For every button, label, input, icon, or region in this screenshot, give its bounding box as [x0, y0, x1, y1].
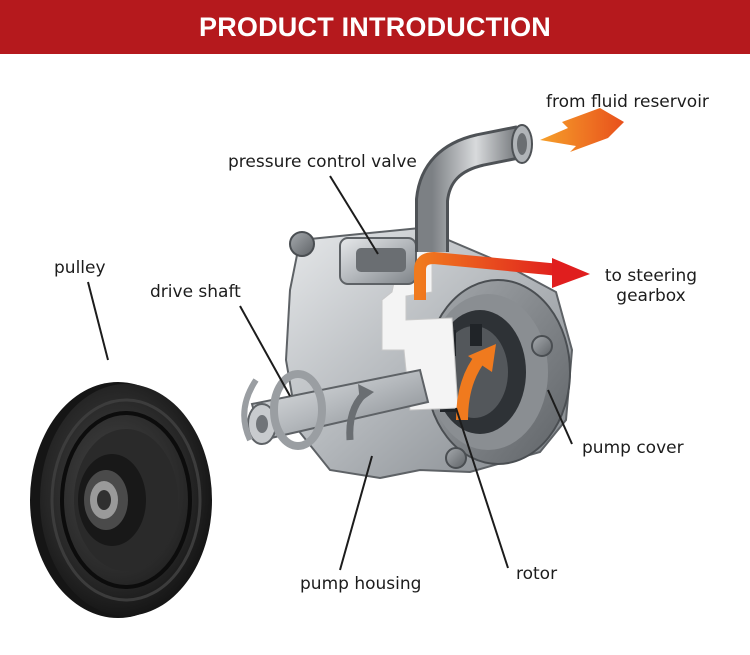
flow-arrow-rotor: [456, 344, 496, 421]
title-banner: PRODUCT INTRODUCTION: [0, 0, 750, 54]
flow-arrow-inlet: [540, 108, 624, 152]
pump-graphic: [241, 124, 574, 480]
label-pump-cover: pump cover: [582, 438, 684, 458]
label-to-steering-line-1: to steering: [604, 266, 698, 286]
label-pump-housing: pump housing: [300, 574, 422, 594]
label-to-steering-gearbox: to steering gearbox: [596, 266, 706, 306]
diagram-stage: from fluid reservoir pressure control va…: [0, 54, 750, 655]
page-title: PRODUCT INTRODUCTION: [199, 11, 551, 42]
label-drive-shaft: drive shaft: [150, 282, 241, 302]
label-pulley: pulley: [54, 258, 106, 278]
label-from-fluid-reservoir: from fluid reservoir: [546, 92, 709, 112]
label-rotor: rotor: [516, 564, 558, 584]
flow-arrow-outlet: [414, 251, 590, 300]
leader-lines: [87, 175, 573, 571]
label-pressure-control-valve: pressure control valve: [228, 152, 417, 172]
pulley-graphic: [30, 382, 212, 618]
label-to-steering-line-2: gearbox: [616, 286, 686, 306]
pump-diagram-graphic: [30, 108, 624, 618]
